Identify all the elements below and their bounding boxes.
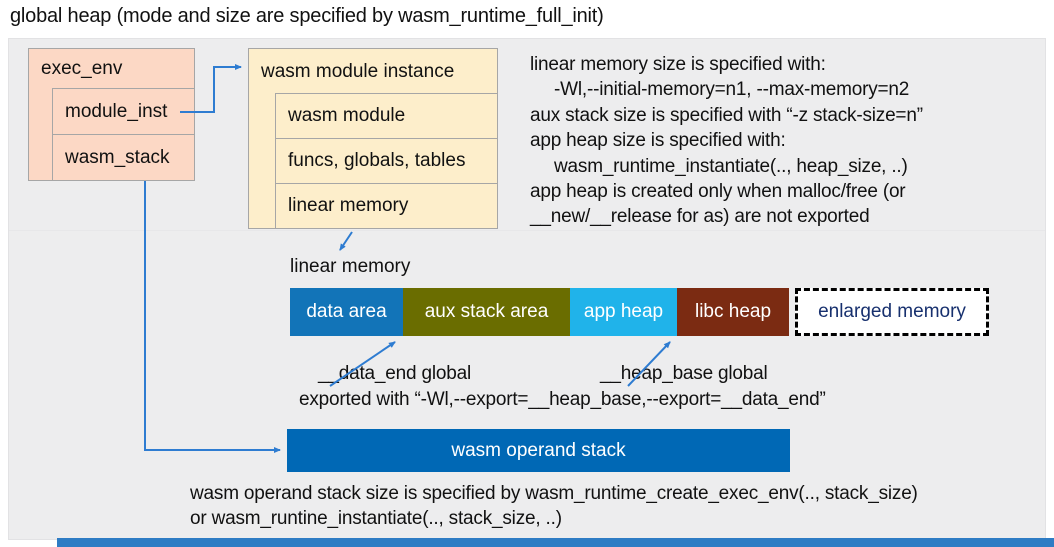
linear-memory-row-label: linear memory [288, 195, 409, 216]
segment-app-heap: app heap [570, 288, 677, 336]
panel-seam-line [9, 230, 1045, 231]
aux-stack-area-label: aux stack area [424, 301, 549, 322]
linear-memory-bar: data area aux stack area app heap libc h… [290, 288, 789, 336]
bottom-accent-bar [57, 538, 1054, 547]
app-heap-label: app heap [583, 301, 664, 322]
linear-memory-bar-label: linear memory [290, 256, 411, 277]
segment-data-area: data area [290, 288, 403, 336]
notes-right: linear memory size is specified with: -W… [530, 52, 923, 230]
page-title: global heap (mode and size are specified… [10, 5, 604, 27]
data-end-global-label: __data_end global [318, 363, 471, 384]
module-instance-row-wasm-module: wasm module [275, 93, 498, 139]
exec-env-title: exec_env [41, 58, 123, 79]
module-instance-title: wasm module instance [261, 60, 455, 82]
segment-libc-heap: libc heap [677, 288, 789, 336]
libc-heap-label: libc heap [694, 301, 772, 322]
segment-aux-stack-area: aux stack area [403, 288, 570, 336]
note-line: app heap is created only when malloc/fre… [530, 181, 906, 203]
notes-bottom: wasm operand stack size is specified by … [190, 481, 918, 532]
funcs-globals-tables-label: funcs, globals, tables [288, 150, 466, 171]
note-line: app heap size is specified with: [530, 130, 786, 152]
wasm-module-label: wasm module [288, 105, 406, 126]
data-area-label: data area [306, 301, 387, 322]
note-line: or wasm_runtine_instantiate(.., stack_si… [190, 508, 562, 530]
note-line: aux stack size is specified with “-z sta… [530, 104, 923, 126]
exec-env-row-wasm-stack: wasm_stack [52, 134, 195, 181]
heap-base-global-label: __heap_base global [600, 363, 768, 384]
module-instance-row-funcs-globals-tables: funcs, globals, tables [275, 138, 498, 184]
module-inst-label: module_inst [65, 100, 168, 122]
exec-env-row-module-inst: module_inst [52, 88, 195, 135]
exported-with-label: exported with “-Wl,--export=__heap_base,… [299, 389, 826, 410]
wasm-operand-stack-label: wasm operand stack [451, 439, 626, 461]
wasm-stack-label: wasm_stack [65, 146, 170, 168]
module-instance-row-linear-memory: linear memory [275, 183, 498, 229]
note-line: -Wl,--initial-memory=n1, --max-memory=n2 [554, 79, 910, 101]
enlarged-memory-label: enlarged memory [818, 301, 966, 322]
wasm-operand-stack-bar: wasm operand stack [287, 429, 790, 472]
note-line: __new/__release for as) are not exported [530, 206, 870, 228]
segment-enlarged-memory: enlarged memory [795, 288, 989, 336]
note-line: wasm_runtime_instantiate(.., heap_size, … [554, 155, 908, 177]
note-line: linear memory size is specified with: [530, 54, 826, 75]
note-line: wasm operand stack size is specified by … [190, 483, 918, 504]
